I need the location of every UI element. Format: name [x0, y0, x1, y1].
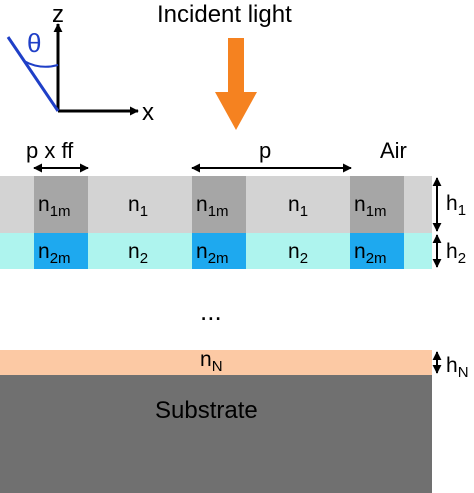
layer-n-background	[0, 350, 432, 375]
layer-2-block	[192, 233, 246, 269]
layer-1: n1m n1 n1m n1 n1m h1	[0, 176, 466, 233]
layer-2: n2m n2 n2m n2 n2m h2	[0, 233, 466, 269]
layer-2-block-index: n2m	[354, 240, 387, 267]
incidence-direction-line	[6, 36, 60, 112]
incident-light-arrow	[215, 38, 257, 130]
incident-light-label: Incident light	[157, 1, 292, 28]
ellipsis: ...	[200, 296, 222, 326]
layer-1-block	[192, 176, 246, 233]
layer-2-block-index: n2m	[196, 240, 229, 267]
theta-arc	[23, 60, 59, 68]
theta-label: θ	[27, 28, 41, 58]
layer-1-block-index: n1m	[196, 193, 229, 220]
layer-2-block	[34, 233, 88, 269]
x-axis-label: x	[142, 99, 154, 126]
layer-1-block	[34, 176, 88, 233]
layer-2-index: n2	[128, 240, 148, 267]
air-label: Air	[380, 138, 407, 163]
layer-2-index: n2	[288, 240, 308, 267]
layer-1-index: n1	[128, 193, 148, 220]
layer-n-index: nN	[200, 348, 223, 375]
period-label: p	[259, 138, 271, 163]
substrate	[0, 375, 432, 493]
h2-label: h2	[446, 240, 466, 267]
z-axis-label: z	[52, 1, 64, 28]
hn-label: hN	[446, 354, 469, 381]
coordinate-axes: z x θ	[6, 1, 154, 126]
substrate-label: Substrate	[155, 397, 258, 424]
layer-1-block-index: n1m	[354, 193, 387, 220]
layer-1-block	[350, 176, 404, 233]
layer-2-block-index: n2m	[38, 240, 71, 267]
layer-n: nN hN	[0, 348, 469, 381]
layer-1-block-index: n1m	[38, 193, 71, 220]
layer-1-index: n1	[288, 193, 308, 220]
layer-2-block	[350, 233, 404, 269]
fill-factor-label: p x ff	[26, 138, 74, 163]
h1-label: h1	[446, 192, 466, 219]
